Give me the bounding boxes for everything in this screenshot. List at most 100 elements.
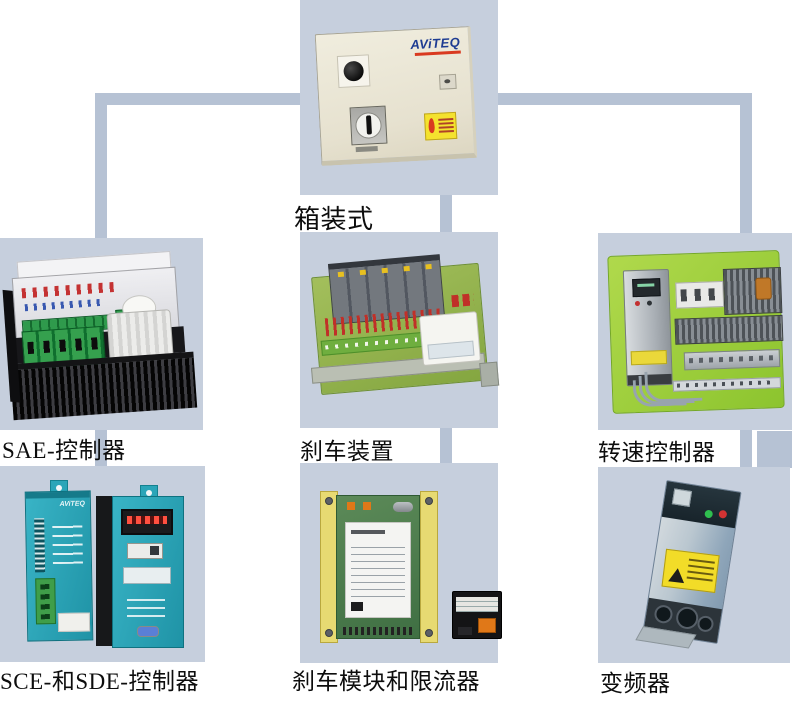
switch-nameplate — [355, 146, 378, 153]
warning-text-line — [688, 558, 715, 564]
spec-label-title — [351, 530, 385, 534]
sce-controller-tower: AViTEQ — [24, 490, 94, 642]
panel-sce-sde-controllers: AViTEQ — [0, 466, 205, 662]
sce-green-terminal — [35, 578, 57, 625]
speed-coil-component — [755, 277, 772, 300]
warning-text-line — [687, 570, 714, 576]
panel-brake-unit — [300, 232, 500, 428]
sde-heatsink-side — [96, 496, 112, 646]
brake-transformer — [418, 311, 482, 367]
limiter-orange-connector — [478, 618, 496, 633]
label-brake-unit: 刹车装置 — [300, 439, 394, 464]
connector-vertical-right-top — [740, 93, 752, 233]
warning-text-line — [438, 122, 454, 125]
module-capacitor — [393, 502, 413, 512]
vfd-dark-button — [646, 300, 653, 306]
sde-led-display — [121, 509, 173, 535]
connector-vertical-left-bottom — [95, 428, 107, 468]
brake-bracket — [479, 361, 500, 388]
vfd-module — [622, 268, 673, 387]
module-spec-label — [345, 522, 411, 618]
vfd-display — [632, 278, 661, 298]
latch-keyhole — [444, 79, 451, 84]
sde-led-digits — [127, 516, 167, 524]
label-speed-controller: 转速控制器 — [598, 440, 716, 465]
rotary-switch-pointer — [365, 115, 372, 135]
inverter-red-button — [718, 509, 728, 519]
speed-mounting-plate — [607, 250, 785, 414]
speed-terminal-block — [675, 280, 725, 309]
aviteq-logo-small: AViTEQ — [59, 500, 85, 508]
panel-boxed-unit: AViTEQ — [300, 0, 498, 195]
label-boxed-unit: 箱装式 — [294, 205, 374, 234]
mounting-hole — [146, 490, 152, 496]
sde-switch-panel — [127, 543, 163, 559]
control-box-photo: AViTEQ — [314, 26, 478, 166]
screw-icon — [425, 629, 433, 637]
brake-capacitors — [451, 293, 475, 308]
panel-sae-controller — [0, 238, 203, 430]
frequency-inverter-photo — [614, 473, 774, 657]
contactor-indicator — [425, 263, 432, 270]
label-sae-controller: SAE-控制器 — [2, 438, 126, 463]
vfd-display-text — [637, 283, 655, 287]
connector-vertical-left-top — [95, 93, 107, 238]
spec-label-text-lines — [351, 541, 405, 597]
rotary-switch-dial — [354, 111, 383, 140]
potentiometer-knob-icon — [343, 60, 365, 82]
inverter-control-panel — [661, 481, 741, 529]
limiter-label — [456, 597, 498, 612]
vfd-red-button — [634, 300, 641, 307]
label-frequency-inverter: 变频器 — [600, 671, 671, 696]
sde-dsub-connector — [137, 626, 159, 637]
contactor-indicator — [381, 267, 388, 274]
warning-text-line — [438, 130, 454, 133]
warning-text-line — [686, 576, 713, 582]
terminal-bar-contacts — [325, 337, 418, 350]
sde-spec-label — [123, 567, 171, 584]
module-rail-right — [420, 491, 438, 643]
label-sce-sde-controllers: SCE-和SDE-控制器 — [0, 669, 199, 694]
sce-pin-strip — [34, 518, 46, 573]
vfd-warning-sticker — [630, 350, 668, 366]
brake-module-photo — [310, 483, 502, 648]
component-bar-contacts — [688, 355, 774, 364]
sae-controller-photo — [1, 250, 202, 423]
sde-diagram-marks — [127, 593, 165, 617]
sce-top-edge — [25, 491, 90, 499]
sae-blue-components — [24, 298, 105, 312]
panel-brake-module-limiter — [300, 463, 502, 663]
panel-frequency-inverter — [598, 467, 790, 663]
inverter-warning-label — [661, 548, 720, 594]
screw-icon — [425, 497, 433, 505]
connector-horizontal-right — [498, 93, 752, 105]
warning-text-line — [688, 564, 715, 570]
aviteq-logo: AViTEQ — [409, 34, 461, 53]
warning-text-line — [438, 118, 454, 121]
speed-component-bar — [683, 349, 781, 371]
inverter-green-button — [704, 509, 714, 519]
module-led — [363, 502, 371, 510]
sae-terminal-slots — [27, 337, 98, 355]
connector-vertical-center-top — [440, 193, 452, 234]
sde-controller-tower — [112, 496, 184, 648]
current-limiter-photo — [452, 591, 502, 639]
door-latch-icon — [438, 73, 457, 90]
inverter-display — [671, 488, 693, 507]
contactor-indicator — [337, 271, 345, 278]
screw-icon — [325, 629, 333, 637]
cable-curve — [644, 369, 703, 403]
inverter-tower — [635, 480, 742, 649]
speed-heatsink-mid — [674, 314, 784, 345]
sde-switch-button — [150, 546, 159, 555]
fan-port-icon — [696, 614, 715, 634]
warning-triangle-icon — [668, 567, 686, 584]
label-brake-module-limiter: 刹车模块和限流器 — [292, 669, 480, 694]
connector-vertical-center-bottom — [440, 426, 452, 465]
module-pin-row — [343, 627, 413, 635]
fan-port-icon — [653, 603, 674, 625]
panel-speed-controller — [598, 233, 792, 430]
spec-label-logo — [351, 602, 363, 611]
sce-label-lines — [52, 519, 83, 565]
